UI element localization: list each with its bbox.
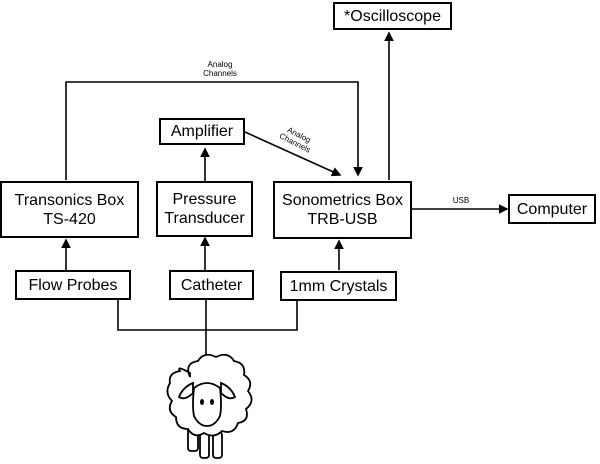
analog-channels-top-label: Analog Channels [190, 60, 250, 78]
oscilloscope-label: *Oscilloscope [344, 7, 441, 25]
arrow-transonics-to-sonometrics [65, 81, 363, 180]
oscilloscope-box: *Oscilloscope [333, 2, 452, 30]
analog-top-line1: Analog [207, 60, 233, 69]
sonometrics-box: Sonometrics Box TRB-USB [273, 181, 412, 239]
crystals-label: 1mm Crystals [289, 277, 388, 295]
pressure-transducer-box: Pressure Transducer [156, 181, 253, 237]
catheter-box: Catheter [169, 270, 254, 300]
pressure-line1: Pressure [172, 191, 237, 208]
transonics-line1: Transonics Box [14, 191, 125, 209]
computer-label: Computer [516, 200, 588, 218]
transonics-line2: TS-420 [43, 210, 96, 228]
usb-label: USB [446, 196, 476, 205]
catheter-label: Catheter [180, 276, 243, 294]
amplifier-label: Amplifier [170, 123, 234, 140]
amplifier-box: Amplifier [159, 118, 245, 145]
sonometrics-line1: Sonometrics Box [282, 192, 403, 209]
crystals-box: 1mm Crystals [280, 271, 397, 301]
arrow-amplifier-to-sonometrics [244, 131, 342, 177]
flow-probes-label: Flow Probes [28, 276, 118, 294]
sheep-icon [166, 353, 253, 459]
usb-label-text: USB [452, 196, 470, 205]
sonometrics-line2: TRB-USB [307, 211, 378, 228]
computer-box: Computer [508, 194, 596, 224]
flow-probes-box: Flow Probes [15, 270, 131, 300]
transonics-box: Transonics Box TS-420 [0, 181, 139, 238]
connector-sheep-bus [117, 298, 298, 331]
pressure-line2: Transducer [164, 210, 245, 227]
analog-top-line2: Channels [203, 69, 237, 78]
